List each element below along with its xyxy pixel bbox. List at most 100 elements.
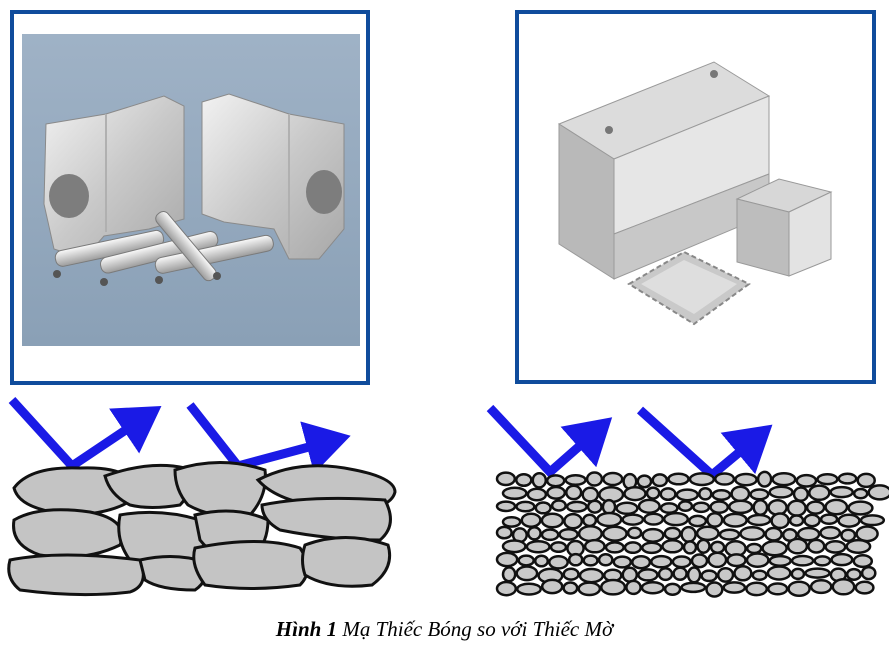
pebble xyxy=(562,581,579,595)
pebble xyxy=(600,578,627,596)
pebble xyxy=(709,500,730,514)
pebble xyxy=(643,512,665,526)
matte-tin-grain-structure xyxy=(495,470,889,598)
pebble xyxy=(586,499,603,514)
caption-text: Mạ Thiếc Bóng so với Thiếc Mờ xyxy=(342,617,614,641)
pebble xyxy=(540,578,564,595)
pebble xyxy=(583,538,606,554)
pebble xyxy=(515,500,536,513)
pebble xyxy=(582,513,598,528)
pebble xyxy=(671,555,692,569)
pebble xyxy=(845,538,872,554)
pebble xyxy=(495,471,517,487)
pebble xyxy=(830,552,854,567)
pebble xyxy=(790,554,815,567)
pebble xyxy=(661,539,684,554)
pebble xyxy=(621,566,639,583)
bright-tin-grain-structure xyxy=(7,461,397,597)
pebble xyxy=(601,525,628,542)
pebble xyxy=(756,470,773,488)
matte-tin-photo-frame xyxy=(515,10,876,384)
pebble xyxy=(659,487,677,502)
matte-tin-shields-image xyxy=(519,14,872,380)
pebble xyxy=(795,473,818,488)
pebble xyxy=(696,538,711,554)
pebble xyxy=(650,554,673,569)
pebble xyxy=(604,541,625,554)
pebble xyxy=(847,500,874,516)
pebble xyxy=(525,539,551,554)
pebble xyxy=(688,472,716,487)
pebble xyxy=(667,472,690,486)
pebble xyxy=(771,472,797,487)
pebble xyxy=(804,567,831,579)
pebble xyxy=(562,567,580,581)
reflection-diagram xyxy=(7,396,889,598)
pebble xyxy=(764,526,783,542)
pebble xyxy=(682,540,698,555)
pebble xyxy=(768,485,794,499)
pebble xyxy=(663,582,682,596)
pebble xyxy=(690,553,709,569)
pebble xyxy=(695,525,720,542)
pebble xyxy=(615,501,639,516)
bright-tin-photo-frame xyxy=(10,10,370,385)
pebble xyxy=(501,515,522,528)
figure-caption: Hình 1 Mạ Thiếc Bóng so với Thiếc Mờ xyxy=(0,617,889,642)
pebble xyxy=(680,581,707,594)
caption-label: Hình 1 xyxy=(275,617,338,641)
pebble xyxy=(730,485,751,503)
pebble xyxy=(651,473,669,488)
pebble xyxy=(768,554,792,567)
pebble xyxy=(545,474,566,488)
pebble xyxy=(692,501,711,514)
pebble xyxy=(831,578,856,596)
pebble xyxy=(602,471,624,487)
pebble xyxy=(548,554,569,570)
pebble xyxy=(495,551,519,568)
pebble xyxy=(640,580,665,595)
pebble xyxy=(621,513,645,526)
pebble xyxy=(787,580,811,597)
pebble xyxy=(751,569,768,581)
pebble xyxy=(718,528,741,541)
pebble xyxy=(501,539,527,554)
pebble xyxy=(745,581,769,597)
pebble xyxy=(577,525,603,543)
pebble xyxy=(540,512,565,529)
pebble xyxy=(805,500,826,515)
pebble xyxy=(819,513,839,526)
pebble xyxy=(852,554,874,569)
pebble xyxy=(786,537,809,555)
pebble xyxy=(722,581,747,594)
pebble xyxy=(526,487,548,502)
pebble xyxy=(854,580,875,595)
pebble xyxy=(859,514,886,527)
pebble xyxy=(558,527,579,541)
pebble xyxy=(662,511,690,527)
pebble xyxy=(515,565,539,582)
pebble xyxy=(581,486,600,503)
pebble xyxy=(582,554,599,567)
pebble xyxy=(612,555,633,569)
pebble xyxy=(824,540,847,554)
pebble xyxy=(495,525,513,540)
pebble xyxy=(565,484,583,501)
pebble xyxy=(578,567,605,584)
pebble xyxy=(816,473,839,486)
pebble xyxy=(565,500,588,513)
pebble xyxy=(788,514,805,527)
pebble xyxy=(631,554,652,570)
pebble xyxy=(726,553,747,568)
pebble xyxy=(733,565,753,582)
pebble xyxy=(790,567,806,581)
pebble xyxy=(745,552,770,568)
pebble xyxy=(663,526,682,541)
pebble xyxy=(796,526,821,542)
pebble xyxy=(520,512,542,528)
pebble xyxy=(808,484,831,502)
pebble xyxy=(867,484,889,501)
pebble xyxy=(516,582,542,596)
pebble xyxy=(501,566,517,583)
pebble xyxy=(549,541,568,554)
